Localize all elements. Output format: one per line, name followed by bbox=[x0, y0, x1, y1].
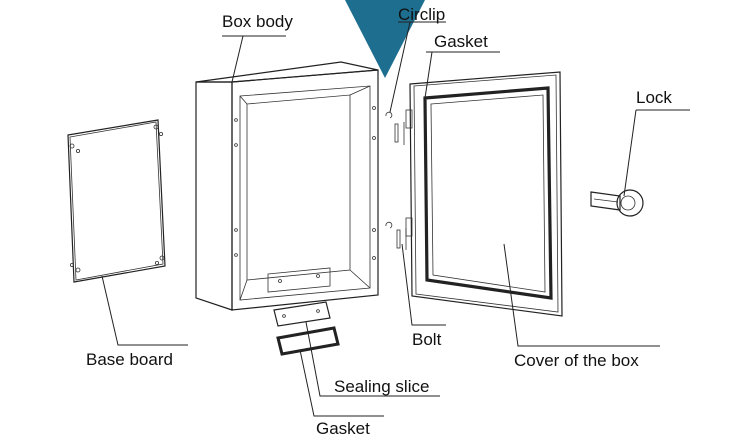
label-gasket-top: Gasket bbox=[434, 32, 488, 51]
sealing-slice-shape bbox=[273, 301, 331, 327]
bottom-gasket-shape bbox=[276, 326, 340, 356]
label-base-board: Base board bbox=[86, 350, 173, 369]
label-box-body: Box body bbox=[222, 12, 293, 31]
label-sealing-slice: Sealing slice bbox=[334, 377, 430, 396]
leader-lines bbox=[101, 21, 690, 417]
box-body-shape bbox=[195, 61, 379, 311]
lock-shape bbox=[590, 189, 644, 217]
label-gasket-bottom: Gasket bbox=[316, 419, 370, 438]
circlip-bolt-shapes bbox=[385, 111, 407, 250]
label-bolt: Bolt bbox=[412, 330, 442, 349]
cover-shape bbox=[405, 71, 563, 317]
label-cover-of-the-box: Cover of the box bbox=[514, 351, 639, 370]
label-lock: Lock bbox=[636, 88, 672, 107]
base-board-shape bbox=[67, 119, 166, 283]
accent-triangle bbox=[345, 0, 425, 78]
label-circlip: Circlip bbox=[398, 5, 446, 24]
